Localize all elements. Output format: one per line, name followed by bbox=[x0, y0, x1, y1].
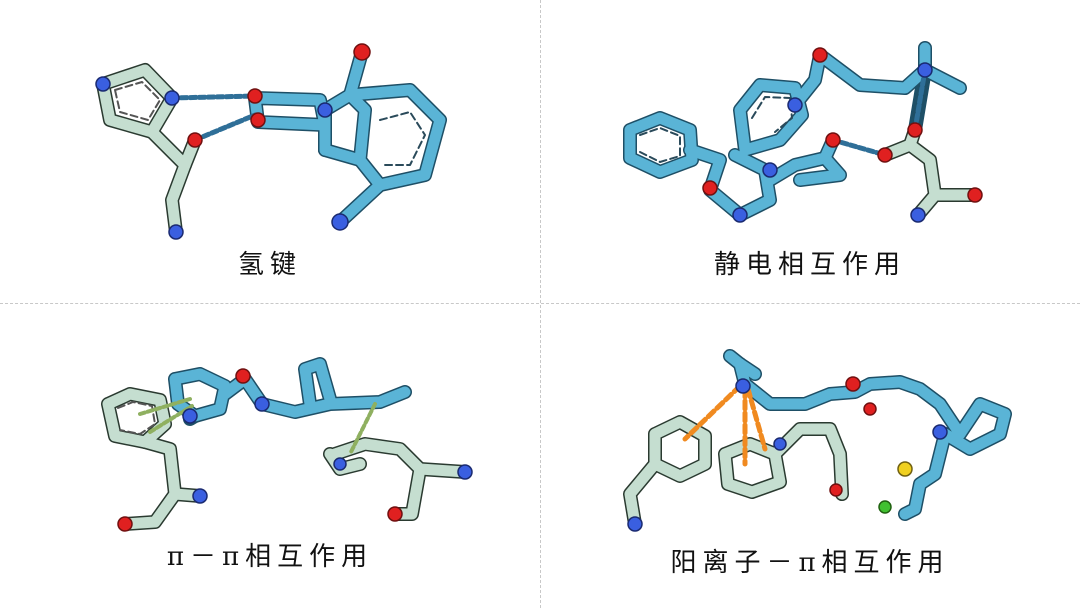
panel-hydrogen-bond: 氢键 bbox=[0, 0, 540, 304]
panel-cation-pi: 阳离子－π相互作用 bbox=[540, 304, 1080, 608]
caption-pi-pi: π－π相互作用 bbox=[166, 542, 374, 572]
vertical-divider bbox=[540, 0, 541, 608]
electrostatic-molecule bbox=[623, 41, 983, 223]
cation-pi-molecule bbox=[623, 349, 1012, 532]
caption-cation-pi: 阳离子－π相互作用 bbox=[670, 548, 950, 578]
hydrogen-bond-molecule bbox=[95, 43, 447, 240]
horizontal-divider bbox=[0, 303, 1080, 304]
caption-hydrogen-bond: 氢键 bbox=[237, 250, 302, 280]
caption-electrostatic: 静电相互作用 bbox=[713, 250, 906, 280]
panel-pi-pi: π－π相互作用 bbox=[0, 304, 540, 608]
panel-electrostatic: 静电相互作用 bbox=[540, 0, 1080, 304]
pi-pi-molecule bbox=[101, 357, 473, 532]
